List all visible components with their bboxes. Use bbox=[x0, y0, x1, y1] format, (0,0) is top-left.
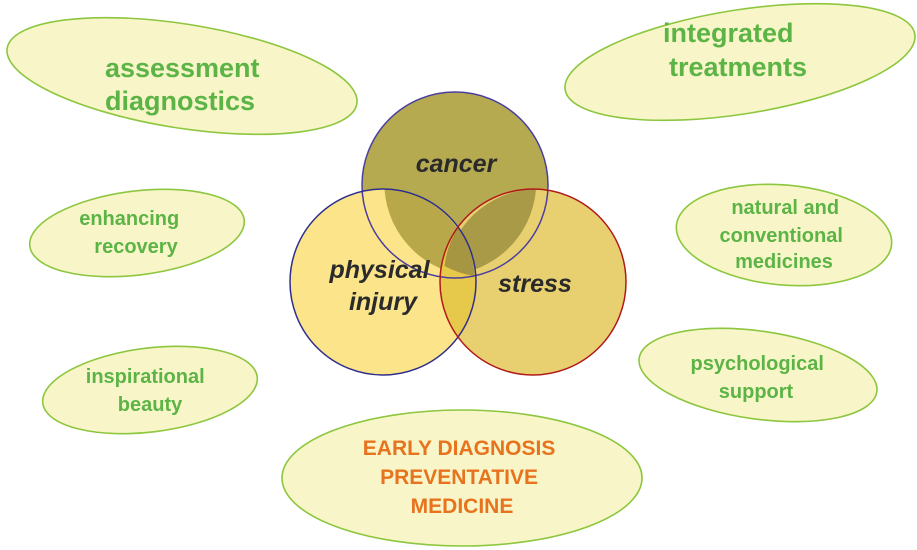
oval-assessment-line-2: diagnostics bbox=[105, 86, 255, 116]
oval-integrated-shape bbox=[564, 2, 916, 122]
oval-integrated-line-2: treatments bbox=[669, 52, 807, 82]
oval-early-line-2: PREVENTATIVE bbox=[380, 466, 538, 489]
oval-beauty-line-2: beauty bbox=[118, 394, 183, 416]
oval-psychological-shape bbox=[638, 327, 878, 423]
oval-assessment-line-1: assessment bbox=[105, 53, 260, 83]
oval-psychological-line-1: psychological bbox=[691, 353, 824, 375]
venn-label-cancer: cancer bbox=[416, 150, 498, 178]
venn-circles bbox=[289, 91, 627, 376]
oval-assessment: assessment diagnostics bbox=[6, 16, 358, 136]
oval-natural-line-1: natural and bbox=[731, 197, 839, 219]
oval-natural-line-2: conventional bbox=[720, 225, 843, 247]
oval-natural-shape bbox=[675, 183, 893, 287]
oval-integrated-text: integrated treatments bbox=[663, 18, 807, 82]
oval-integrated-line-1: integrated bbox=[663, 18, 794, 48]
oval-early-text: EARLY DIAGNOSIS PREVENTATIVE MEDICINE bbox=[363, 437, 561, 518]
oval-recovery-line-2: recovery bbox=[94, 236, 178, 258]
oval-beauty-line-1: inspirational bbox=[86, 366, 205, 388]
venn-label-physical-injury: physical injury bbox=[328, 256, 436, 316]
oval-natural-text: natural and conventional medicines bbox=[720, 197, 849, 273]
venn-overlap-center bbox=[444, 227, 475, 276]
oval-beauty-text: inspirational beauty bbox=[86, 366, 210, 416]
oval-psychological-line-2: support bbox=[719, 381, 794, 403]
venn-label-physical: physical bbox=[328, 256, 430, 284]
venn-label-stress: stress bbox=[498, 270, 572, 298]
oval-integrated: integrated treatments bbox=[564, 2, 916, 122]
oval-assessment-text: assessment diagnostics bbox=[105, 53, 267, 116]
oval-early: EARLY DIAGNOSIS PREVENTATIVE MEDICINE bbox=[281, 409, 643, 547]
oval-recovery-text: enhancing recovery bbox=[79, 208, 185, 258]
oval-natural-line-3: medicines bbox=[735, 251, 833, 273]
oval-early-line-1: EARLY DIAGNOSIS bbox=[363, 437, 556, 460]
oval-natural: natural and conventional medicines bbox=[675, 183, 893, 287]
venn-outline-stress bbox=[439, 188, 627, 376]
oval-recovery-shape bbox=[28, 188, 246, 278]
oval-assessment-shape bbox=[6, 16, 358, 136]
oval-beauty: inspirational beauty bbox=[41, 345, 259, 435]
venn-outline-cancer bbox=[361, 91, 549, 279]
oval-recovery: enhancing recovery bbox=[28, 188, 246, 278]
oval-beauty-shape bbox=[41, 345, 259, 435]
oval-early-shape bbox=[281, 409, 643, 547]
oval-psychological-text: psychological support bbox=[691, 353, 830, 403]
oval-psychological: psychological support bbox=[638, 327, 878, 423]
venn-outline-physical-injury bbox=[289, 188, 477, 376]
venn-label-injury: injury bbox=[349, 288, 418, 316]
oval-recovery-line-1: enhancing bbox=[79, 208, 179, 230]
oval-early-line-3: MEDICINE bbox=[411, 495, 514, 518]
